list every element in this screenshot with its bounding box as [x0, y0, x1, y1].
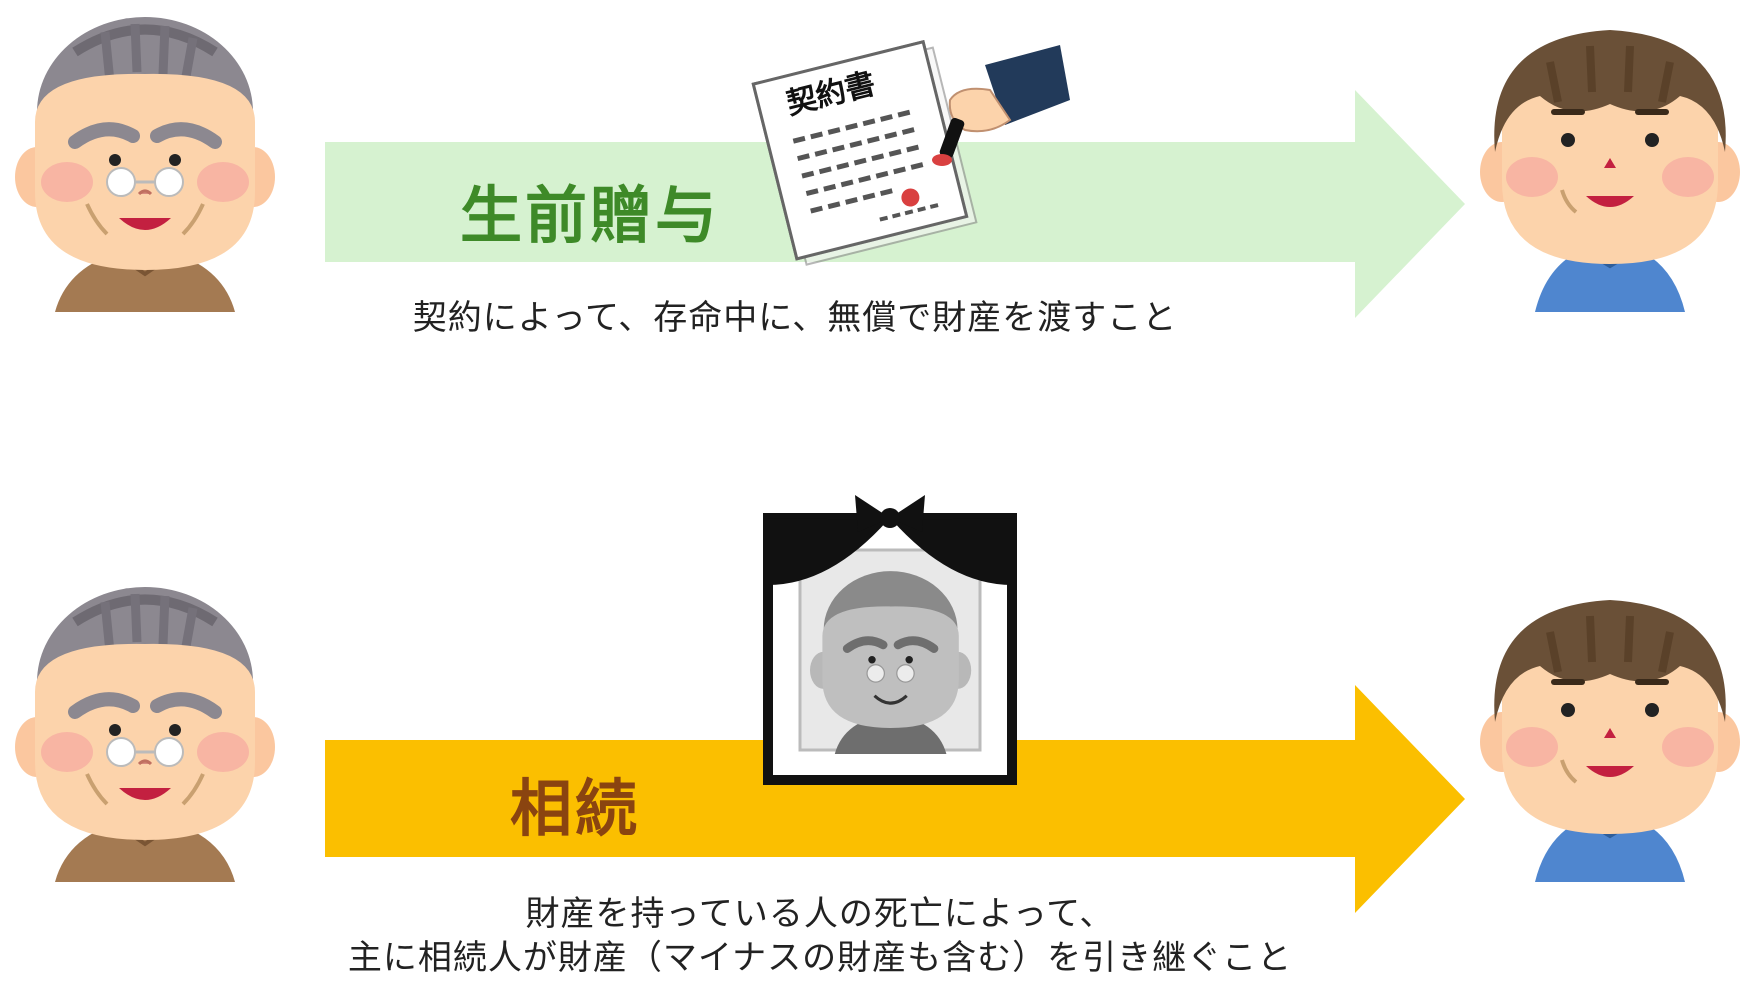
inheritance-description-line1: 財産を持っている人の死亡によって、 — [525, 894, 1115, 934]
memorial-portrait-icon — [763, 495, 1017, 785]
gift-label: 生前贈与 — [460, 179, 721, 252]
young-receiver-icon — [1480, 12, 1740, 312]
gift-description: 契約によって、存命中に、無償で財産を渡すこと — [412, 298, 1178, 338]
inheritance-arrow — [325, 685, 1465, 913]
inheritance-label: 相続 — [510, 772, 641, 845]
elderly-giver-icon — [15, 12, 275, 312]
elderly-giver-icon — [15, 582, 275, 882]
inheritance-description-line2: 主に相続人が財産（マイナスの財産も含む）を引き継ぐこと — [347, 938, 1293, 978]
gift-row: 契約書 生前贈与 契約によって、存命中に、無償で財産を渡すこと — [0, 0, 1760, 340]
young-receiver-icon — [1480, 582, 1740, 882]
contract-stamp-icon: 契約書 — [751, 39, 1070, 266]
inheritance-row: 相続 財産を持っている人の死亡によって、 主に相続人が財産（マイナスの財産も含む… — [0, 470, 1760, 997]
